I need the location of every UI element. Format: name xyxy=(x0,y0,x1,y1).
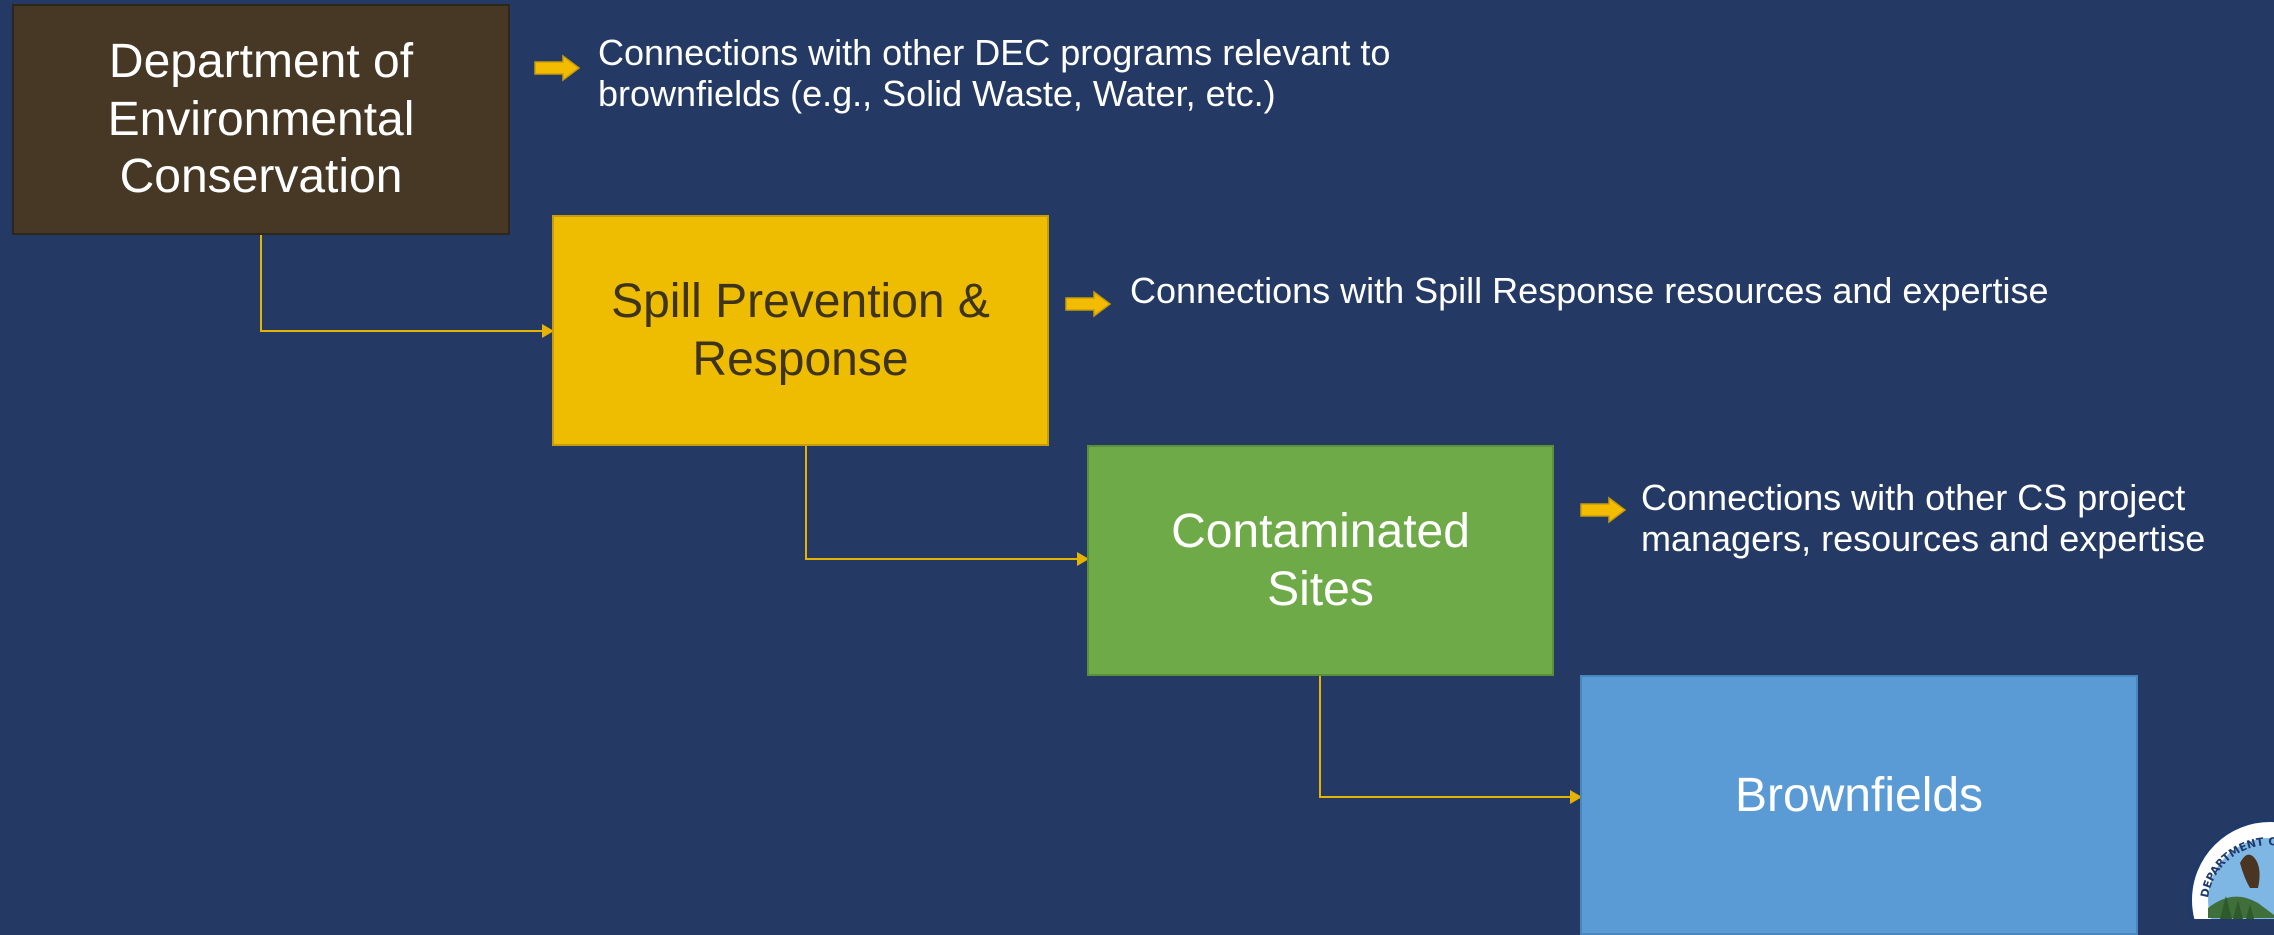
cs-box-label: Contaminated Sites xyxy=(1171,503,1470,618)
cs-box-line-2: Sites xyxy=(1267,562,1374,616)
brownfields-box: Brownfields xyxy=(1580,675,2138,935)
right-arrow-icon xyxy=(1580,496,1627,524)
dec-box-line-1: Department of xyxy=(108,35,414,89)
cs-note-line-2: managers, resources and expertise xyxy=(1641,518,2206,560)
spill-box-label: Spill Prevention & Response xyxy=(611,273,990,388)
contaminated-sites-box: Contaminated Sites xyxy=(1087,445,1554,676)
cs-note-line-1: Connections with other CS project xyxy=(1641,477,2186,518)
connector-cs-to-brownfields xyxy=(1319,676,1582,804)
spill-response-box: Spill Prevention & Response xyxy=(552,215,1049,446)
dec-box: Department of Environmental Conservation xyxy=(12,4,510,235)
dec-box-label: Department of Environmental Conservation xyxy=(108,33,415,206)
spill-box-line-2: Response xyxy=(692,332,909,386)
connector-dec-to-spill xyxy=(260,235,554,338)
cs-box-line-1: Contaminated xyxy=(1171,504,1470,558)
spill-box-line-1: Spill Prevention & xyxy=(611,274,990,328)
spill-connections-note: Connections with Spill Response resource… xyxy=(1130,270,2049,311)
dec-note-line-1: Connections with other DEC programs rele… xyxy=(598,32,1391,73)
dec-box-line-2: Environmental xyxy=(107,92,415,146)
brownfields-box-label: Brownfields xyxy=(1734,769,1984,822)
right-arrow-icon xyxy=(1065,290,1112,318)
dec-box-line-3: Conservation xyxy=(119,150,403,204)
dec-seal-logo: DEPARTMENT OF ENVIRONMENTAL xyxy=(2178,808,2274,919)
cs-connections-note: Connections with other CS project manage… xyxy=(1641,477,2205,560)
connector-spill-to-cs xyxy=(805,446,1089,566)
spill-note-line-1: Connections with Spill Response resource… xyxy=(1130,270,2049,311)
right-arrow-icon xyxy=(534,54,581,82)
dec-connections-note: Connections with other DEC programs rele… xyxy=(598,32,1390,115)
dec-note-line-2: brownfields (e.g., Solid Waste, Water, e… xyxy=(598,73,1276,115)
